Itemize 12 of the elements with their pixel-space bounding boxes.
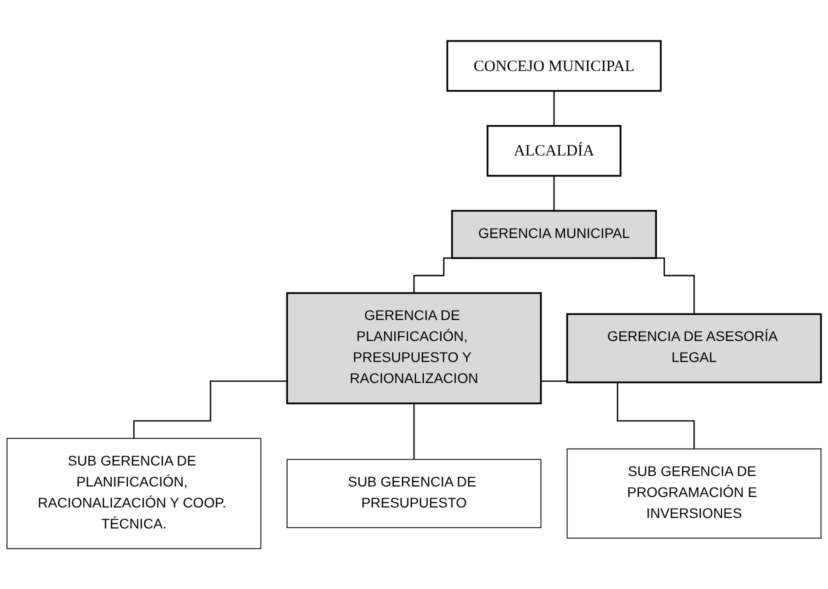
connector [413,402,415,460]
connector [553,90,555,126]
node-box: ALCALDÍA [486,124,622,176]
connector [133,380,288,439]
node-box: CONCEJO MUNICIPAL [446,40,662,92]
node-box: GERENCIA MUNICIPAL [451,210,657,259]
node-box: GERENCIA DE PLANIFICACIÓN, PRESUPUESTO Y RACIONALIZACION [286,292,542,404]
connector [553,174,555,212]
node-box: SUB GERENCIA DE PROGRAMACIÓN E INVERSIONES [566,448,822,538]
node-box: SUB GERENCIA DE PRESUPUESTO [286,458,542,528]
node-box: GERENCIA DE ASESORÍA LEGAL [566,312,822,383]
node-box: SUB GERENCIA DE PLANIFICACIÓN, RACIONALIZACIÓN Y COOP. TÉCNICA. [6,438,262,549]
